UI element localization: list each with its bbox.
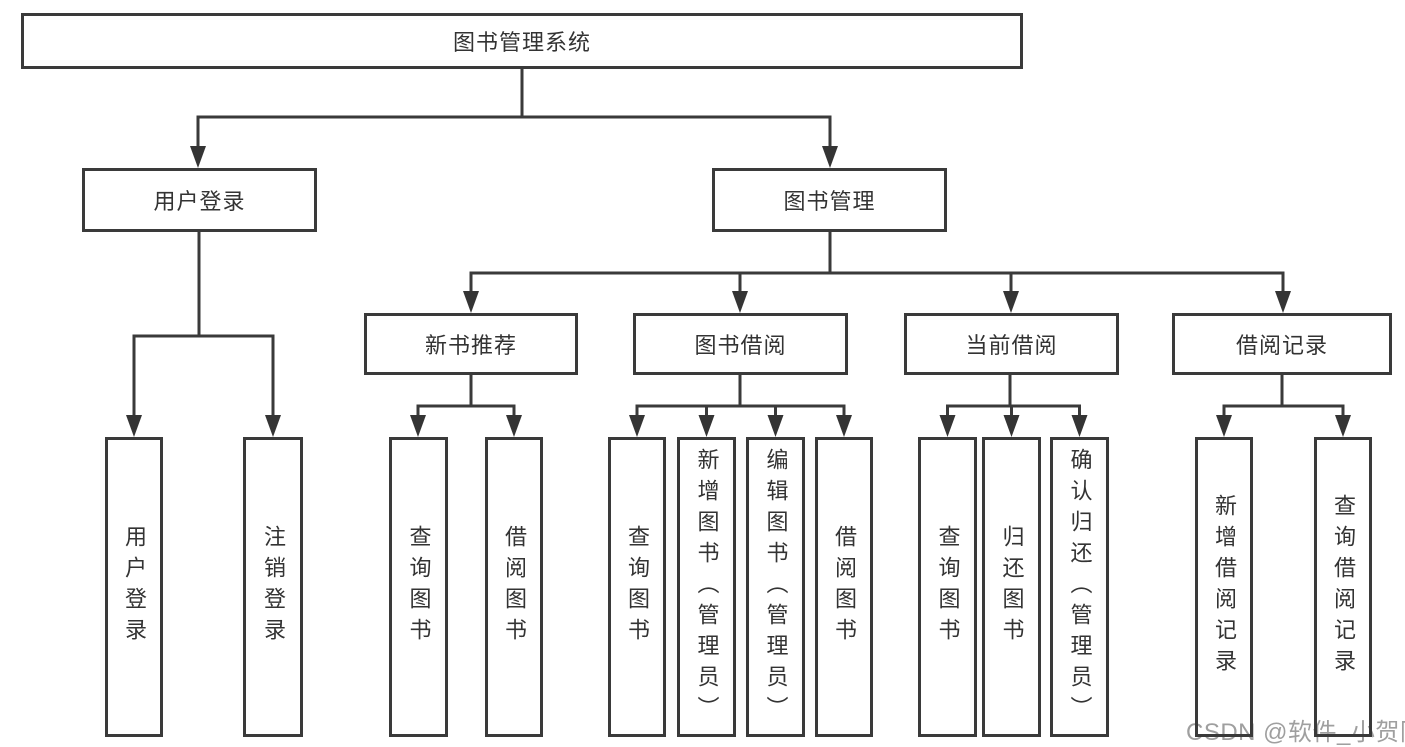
leaf-label: 编辑图书（管理员） — [763, 447, 789, 727]
leaf-label: 新增图书（管理员） — [694, 447, 720, 727]
node-borrowing-records: 借阅记录 — [1172, 313, 1392, 375]
leaf-label: 用户登录 — [122, 525, 147, 649]
leaf-add-books-admin: 新增图书（管理员） — [677, 437, 736, 737]
leaf-return-books: 归还图书 — [982, 437, 1041, 737]
leaf-query-books-current: 查询图书 — [918, 437, 977, 737]
leaf-borrow-books: 借阅图书 — [815, 437, 873, 737]
leaf-label: 借阅图书 — [502, 525, 527, 649]
leaf-label: 确认归还（管理员） — [1067, 447, 1093, 727]
leaf-label: 归还图书 — [999, 525, 1025, 649]
node-root-library-system: 图书管理系统 — [21, 13, 1023, 69]
leaf-label: 查询图书 — [625, 525, 650, 649]
leaf-borrow-books-recommend: 借阅图书 — [485, 437, 543, 737]
leaf-query-borrow-record: 查询借阅记录 — [1314, 437, 1372, 737]
node-label: 借阅记录 — [1235, 333, 1328, 358]
leaf-add-borrow-record: 新增借阅记录 — [1195, 437, 1253, 737]
node-label: 图书管理系统 — [452, 30, 591, 55]
leaf-user-login: 用户登录 — [105, 437, 163, 737]
leaf-edit-books-admin: 编辑图书（管理员） — [746, 437, 805, 737]
leaf-label: 新增借阅记录 — [1212, 494, 1237, 680]
leaf-label: 借阅图书 — [832, 525, 857, 649]
leaf-label: 注销登录 — [261, 525, 286, 649]
node-book-management-module: 图书管理 — [712, 168, 947, 232]
node-user-login-module: 用户登录 — [82, 168, 317, 232]
node-new-book-recommend: 新书推荐 — [364, 313, 578, 375]
leaf-label: 查询图书 — [935, 525, 961, 649]
arrowhead-group — [126, 146, 1351, 437]
node-book-borrowing: 图书借阅 — [633, 313, 848, 375]
node-label: 图书借阅 — [694, 333, 787, 358]
node-label: 用户登录 — [153, 189, 246, 214]
leaf-label: 查询借阅记录 — [1331, 494, 1356, 680]
csdn-watermark: CSDN @软件_小贺同学 — [1186, 719, 1405, 746]
node-label: 图书管理 — [783, 189, 876, 214]
node-current-borrowing: 当前借阅 — [904, 313, 1119, 375]
leaf-query-books-recommend: 查询图书 — [389, 437, 448, 737]
leaf-query-books-borrowing: 查询图书 — [608, 437, 666, 737]
leaf-label: 查询图书 — [406, 525, 432, 649]
leaf-logout: 注销登录 — [243, 437, 303, 737]
node-label: 当前借阅 — [965, 333, 1058, 358]
leaf-confirm-return-admin: 确认归还（管理员） — [1050, 437, 1109, 737]
node-label: 新书推荐 — [424, 333, 517, 358]
